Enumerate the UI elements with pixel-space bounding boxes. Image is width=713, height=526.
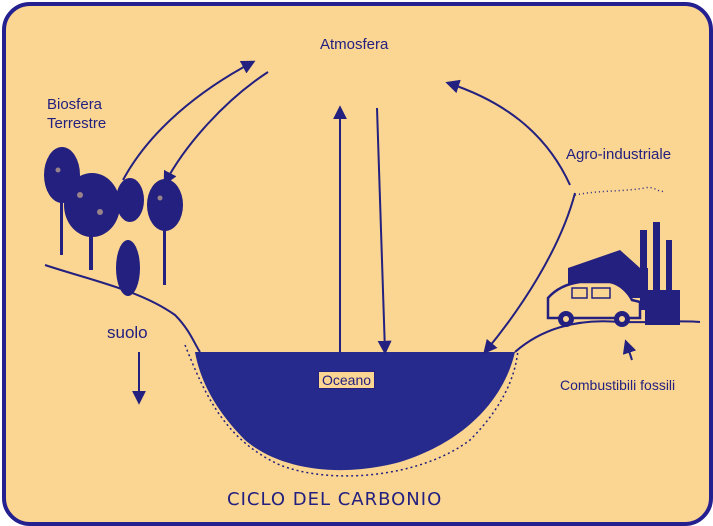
car-icon bbox=[546, 280, 642, 327]
ocean-label: Oceano bbox=[318, 371, 376, 389]
biosphere-label: Biosfera Terrestre bbox=[47, 96, 107, 132]
arrow-fossil-up bbox=[622, 339, 637, 361]
atmosphere-label: Atmosfera bbox=[320, 36, 389, 53]
trees-icon bbox=[44, 147, 183, 296]
smoke-icon bbox=[574, 186, 666, 196]
ocean-basin bbox=[195, 352, 515, 471]
fossil-fuels-label: Combustibili fossili bbox=[560, 377, 676, 393]
arrow-atmosphere-to-ocean-edge bbox=[483, 192, 576, 355]
agro-industrial-label: Agro-industriale bbox=[566, 146, 672, 163]
arrow-atmosphere-to-biosphere bbox=[163, 71, 269, 186]
arrow-agro-to-atmosphere bbox=[445, 79, 571, 186]
soil-label: suolo bbox=[107, 323, 148, 342]
diagram-title: CICLO DEL CARBONIO bbox=[227, 489, 443, 510]
arrow-atmosphere-to-ocean bbox=[376, 107, 392, 355]
arrow-biosphere-to-atmosphere bbox=[122, 60, 256, 181]
